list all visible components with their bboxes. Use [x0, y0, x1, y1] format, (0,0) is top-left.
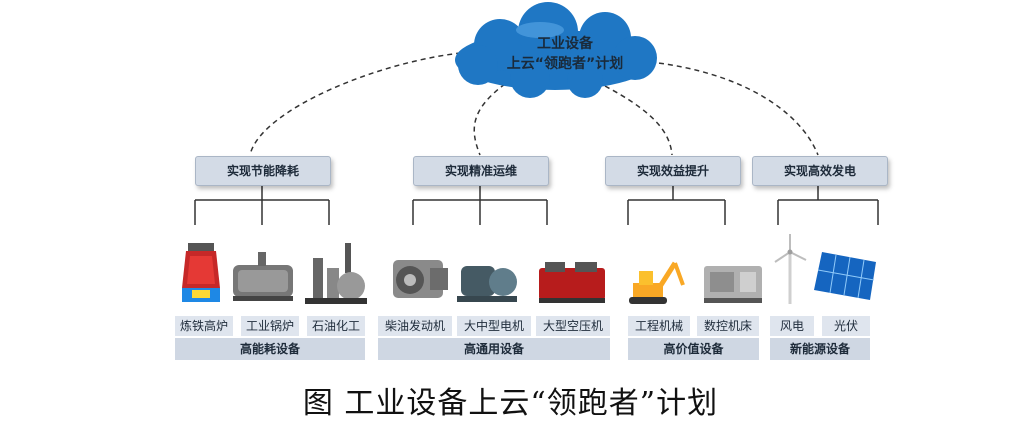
category-new-energy: 新能源设备 — [770, 338, 870, 360]
figure-caption: 图 工业设备上云“领跑者”计划 — [302, 386, 719, 421]
cnc-machine-icon — [704, 266, 762, 303]
cloud-title-line2: 上云“领跑者”计划 — [506, 56, 624, 72]
equip-label-boiler: 工业锅炉 — [241, 316, 299, 336]
equip-label-cnc: 数控机床 — [697, 316, 759, 336]
equip-label-blast-furnace: 炼铁高炉 — [175, 316, 233, 336]
category-high-general: 高通用设备 — [378, 338, 610, 360]
wind-turbine-icon — [774, 234, 807, 304]
petrochemical-plant-icon — [305, 243, 367, 304]
cloud-shape — [455, 2, 657, 98]
tree-1 — [194, 184, 330, 225]
goal-efficiency-gain: 实现效益提升 — [605, 156, 741, 186]
goal-efficient-generation: 实现高效发电 — [752, 156, 888, 186]
dashed-link-4 — [649, 61, 819, 156]
tree-4 — [777, 184, 879, 225]
tree-2 — [412, 184, 548, 225]
goal-energy-saving: 实现节能降耗 — [195, 156, 331, 186]
dashed-link-1 — [249, 51, 471, 156]
equip-label-petrochemical: 石油化工 — [307, 316, 365, 336]
tree-3 — [627, 184, 726, 225]
cloud-title: 工业设备 上云“领跑者”计划 — [470, 34, 660, 74]
solar-panel-icon — [814, 252, 876, 300]
excavator-icon — [629, 261, 685, 304]
diesel-engine-icon — [393, 260, 448, 298]
equip-label-wind: 风电 — [770, 316, 814, 336]
equip-label-diesel-engine: 柴油发动机 — [378, 316, 452, 336]
blast-furnace-icon — [182, 243, 220, 302]
goal-precise-maintenance: 实现精准运维 — [413, 156, 549, 186]
category-high-value: 高价值设备 — [628, 338, 759, 360]
cloud-title-line1: 工业设备 — [537, 36, 593, 52]
equip-label-excavator: 工程机械 — [628, 316, 690, 336]
industrial-boiler-icon — [233, 252, 293, 301]
category-high-energy: 高能耗设备 — [175, 338, 365, 360]
dashed-link-2 — [473, 83, 506, 156]
electric-motor-icon — [457, 266, 517, 302]
dashed-link-3 — [604, 85, 673, 156]
air-compressor-icon — [539, 262, 605, 303]
equip-label-motor: 大中型电机 — [457, 316, 531, 336]
equip-label-solar: 光伏 — [822, 316, 870, 336]
equip-label-compressor: 大型空压机 — [536, 316, 610, 336]
